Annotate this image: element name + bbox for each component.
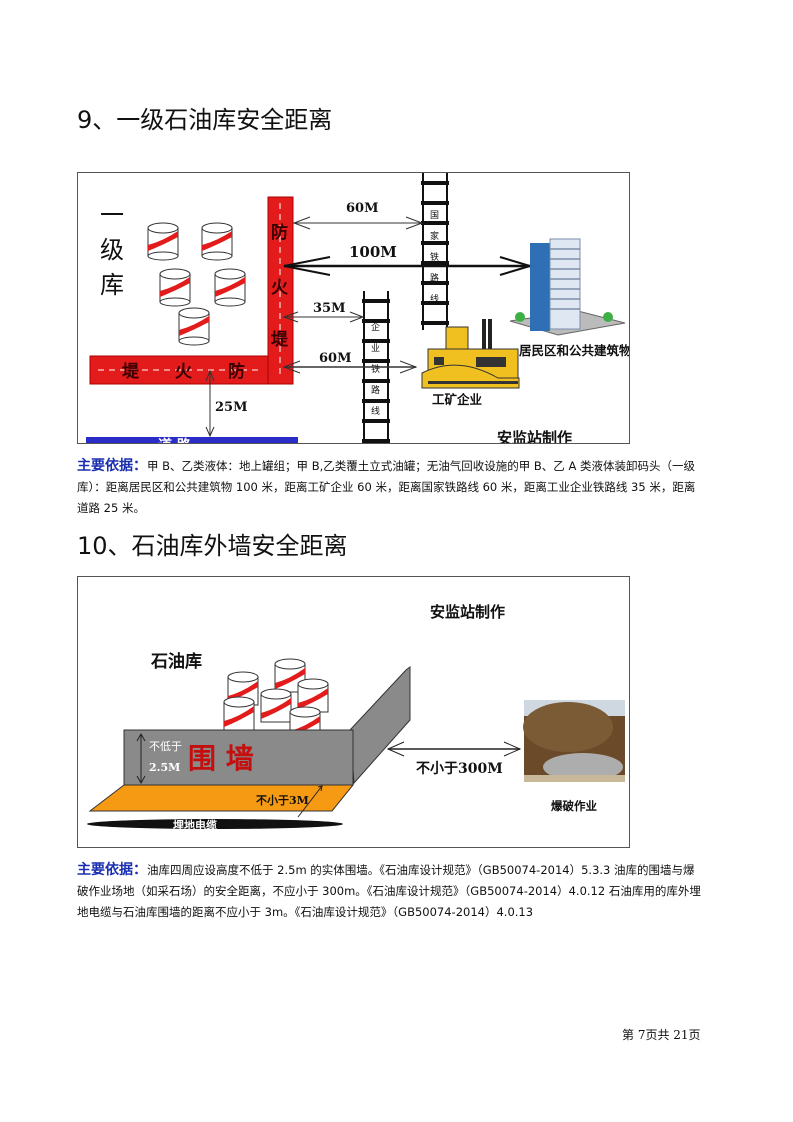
svg-text:不低于: 不低于 [149,740,182,753]
road [86,437,298,443]
rail-tie [362,299,390,303]
wall-front [123,729,354,786]
svg-text:堤: 堤 [122,362,140,382]
rail-tie [362,399,390,403]
page-number: 第 7页共 21页 [622,1028,701,1042]
svg-text:2.5M: 2.5M [149,761,180,774]
svg-text:家: 家 [430,230,439,242]
oil-tanks [223,658,329,741]
svg-text:火: 火 [271,278,289,298]
section-10-basis: 主要依据：油库四周应设高度不低于 2.5m 的实体围墙。《石油库设计规范》（GB… [77,860,702,923]
blasting-photo [523,700,625,782]
oil-tanks [147,222,246,346]
section-9-basis: 主要依据：甲 B、乙类液体：地上罐组；甲 B,乙类覆土立式油罐；无油气回收设施的… [77,456,702,519]
depot-label: 一 级 库 [100,201,124,299]
side-wall [349,666,411,785]
industrial-label: 工矿企业 [432,392,483,407]
cable-distance: 不小于3M [256,793,309,807]
svg-text:库: 库 [100,271,124,299]
rail-tie [362,379,390,383]
rail-tie [421,261,449,265]
rail-tie [362,359,390,363]
svg-text:铁: 铁 [430,251,439,263]
residential-label: 居民区和公共建筑物 [519,343,629,358]
national-railway: 国家铁路线 [421,173,449,330]
rail-tie [362,439,390,443]
road-label: 道 路 [158,437,192,443]
svg-text:火: 火 [175,362,193,382]
rail-tie [421,181,449,185]
basis-label: 主要依据： [77,458,147,474]
distance-residential: 100M [349,243,397,261]
depot-label-char: 一 [100,201,124,229]
credit-label: 安监站制作 [430,603,505,621]
svg-text:防: 防 [228,361,245,382]
svg-text:线: 线 [430,293,439,305]
depot-label: 石油库 [150,651,202,672]
buried-cable [87,819,343,829]
distance-road: 25M [215,400,247,415]
svg-text:路: 路 [430,272,439,284]
svg-text:级: 级 [100,236,124,264]
blast-label: 爆破作业 [551,799,597,813]
svg-text:线: 线 [371,405,380,417]
ground-strip [88,784,355,812]
svg-text:路: 路 [371,384,380,396]
rail-tie [362,319,390,323]
factory-icon [421,319,520,389]
rail-tie [421,221,449,225]
svg-text:企: 企 [371,321,380,333]
svg-text:国: 国 [430,210,439,221]
figure-class1-depot-distances: 一 级 库 防 火 堤 堤 火 防 道 路 国家铁路线 企业铁路线 [77,172,630,444]
svg-text:业: 业 [371,343,380,354]
figure-wall-distances: 安监站制作 石油库 埋地电缆 不低于 2.5M 围 墙 不小于3M 不小于300… [77,576,630,848]
basis-label: 主要依据： [77,862,147,878]
residential-building-icon [509,238,626,336]
distance-industrial: 60M [319,351,351,366]
svg-text:埋地电缆: 埋地电缆 [173,818,217,832]
rail-tie [362,339,390,343]
distance-arrows [205,216,534,438]
rail-tie [421,281,449,285]
rail-tie [421,301,449,305]
rail-tie [362,419,390,423]
rail-tie [421,201,449,205]
section-9-title: 9、一级石油库安全距离 [77,106,333,134]
blast-distance: 不小于300M [416,761,503,777]
distance-enterprise-rail: 35M [313,301,345,316]
svg-text:防: 防 [271,222,288,243]
basis-text: 油库四周应设高度不低于 2.5m 的实体围墙。《石油库设计规范》（GB50074… [77,863,701,919]
credit-label: 安监站制作 [497,429,572,443]
section-10-title: 10、石油库外墙安全距离 [77,532,348,560]
wall-label: 围 墙 [188,742,254,775]
svg-text:堤: 堤 [271,330,289,350]
rail-tie [421,241,449,245]
rail-tie [421,321,449,325]
svg-text:铁: 铁 [371,363,380,375]
basis-text: 甲 B、乙类液体：地上罐组；甲 B,乙类覆土立式油罐；无油气回收设施的甲 B、乙… [77,459,696,515]
distance-national-rail: 60M [346,201,378,216]
